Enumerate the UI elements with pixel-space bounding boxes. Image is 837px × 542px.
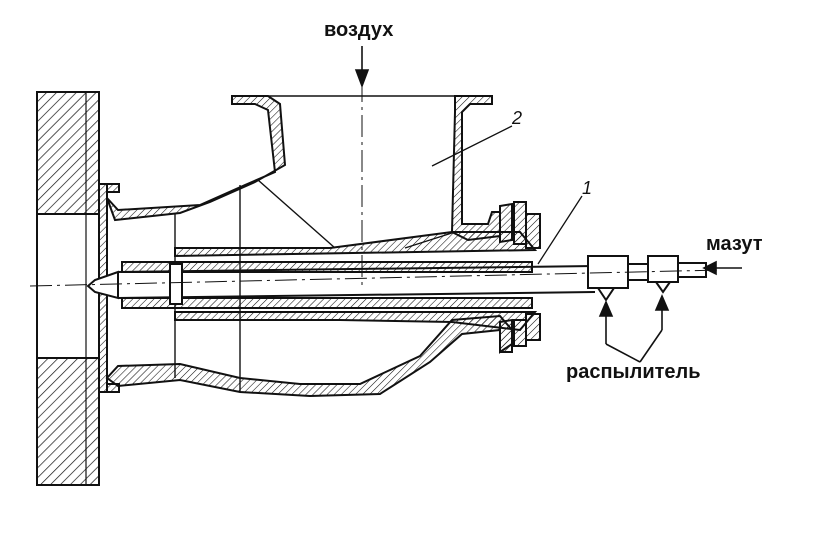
center-axis (29, 80, 721, 287)
flow-arrows (354, 46, 742, 363)
part-2-label: 2 (511, 108, 522, 128)
furnace-wall (36, 91, 100, 486)
oil-lance (86, 255, 707, 309)
fuel-oil-label: мазут (706, 233, 763, 255)
air-label: воздух (324, 19, 393, 41)
leader-lines (431, 125, 583, 265)
burner-housing (98, 95, 541, 398)
atomizer-label: распылитель (566, 361, 701, 383)
part-1-label: 1 (582, 178, 592, 198)
